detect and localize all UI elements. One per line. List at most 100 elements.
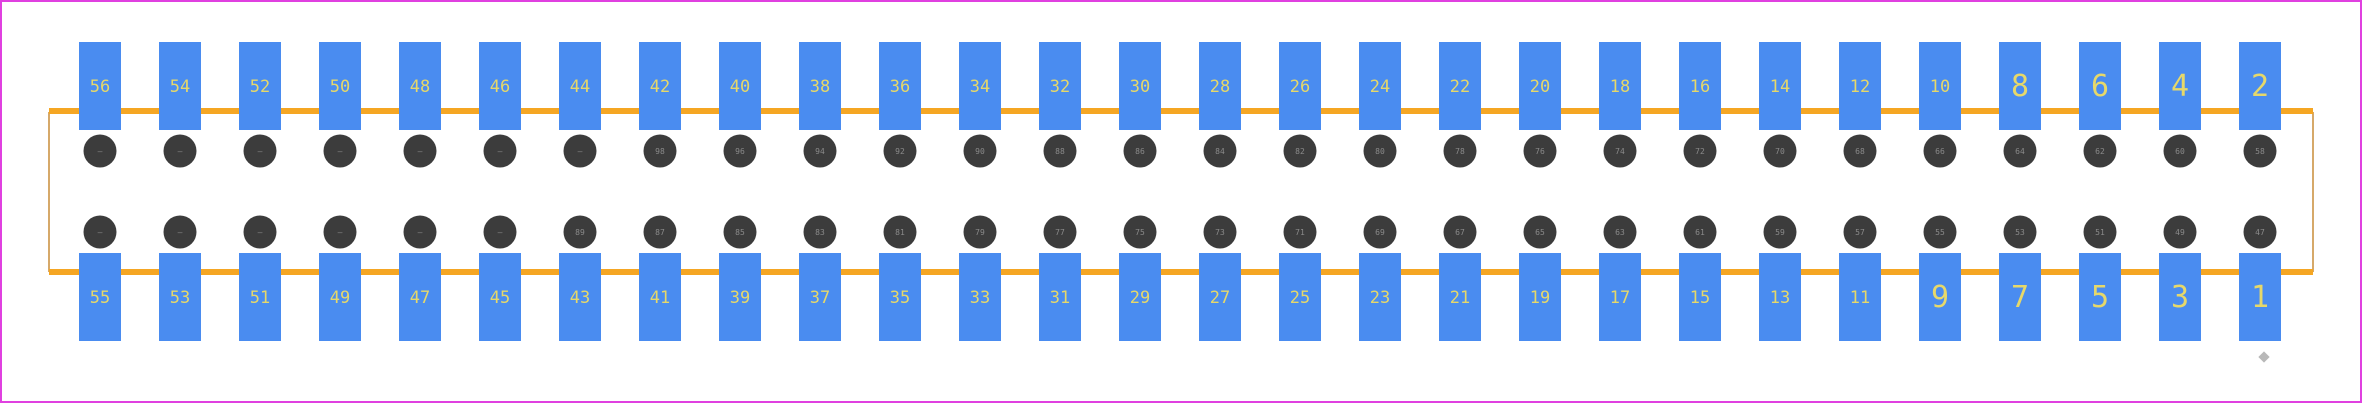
top-hole-label: 66 <box>1935 147 1945 156</box>
bottom-pad <box>79 253 121 341</box>
top-pad-label: 42 <box>650 77 670 97</box>
top-hole <box>1363 134 1397 168</box>
component-outline <box>48 112 2314 272</box>
bottom-hole-label: 75 <box>1135 228 1145 237</box>
bottom-hole <box>1603 215 1637 249</box>
bottom-pad <box>1439 253 1481 341</box>
bottom-pad-label: 23 <box>1370 288 1390 308</box>
bottom-pad <box>719 253 761 341</box>
top-hole-label: — <box>178 147 183 156</box>
bottom-pad-label: 37 <box>810 288 830 308</box>
bottom-pad <box>1919 253 1961 341</box>
bottom-hole-label: — <box>418 228 423 237</box>
top-pad-label: 6 <box>2091 69 2109 104</box>
bottom-hole-label: 87 <box>655 228 665 237</box>
bottom-hole <box>563 215 597 249</box>
bottom-pad <box>2159 253 2201 341</box>
top-pad-label: 48 <box>410 77 430 97</box>
top-hole-label: 64 <box>2015 147 2025 156</box>
top-hole <box>1763 134 1797 168</box>
bottom-hole <box>723 215 757 249</box>
bottom-hole <box>323 215 357 249</box>
top-pad <box>239 42 281 130</box>
top-pad-label: 22 <box>1450 77 1470 97</box>
top-hole <box>883 134 917 168</box>
top-hole <box>1523 134 1557 168</box>
top-pad <box>319 42 361 130</box>
bottom-hole-label: — <box>98 228 103 237</box>
bottom-pad <box>1999 253 2041 341</box>
top-hole-label: — <box>98 147 103 156</box>
bottom-hole-label: — <box>258 228 263 237</box>
bottom-hole <box>643 215 677 249</box>
pin1-marker <box>2258 351 2270 363</box>
bottom-pad-label: 25 <box>1290 288 1310 308</box>
top-hole-label: 72 <box>1695 147 1705 156</box>
top-hole-label: 90 <box>975 147 985 156</box>
top-hole-label: 76 <box>1535 147 1545 156</box>
bottom-pad-label: 7 <box>2011 280 2029 315</box>
top-hole <box>1843 134 1877 168</box>
top-pad-label: 18 <box>1610 77 1630 97</box>
top-pad <box>1119 42 1161 130</box>
top-pad-label: 26 <box>1290 77 1310 97</box>
top-pad <box>79 42 121 130</box>
bottom-hole-label: 89 <box>575 228 585 237</box>
top-hole <box>1923 134 1957 168</box>
bottom-hole-label: 85 <box>735 228 745 237</box>
top-pad <box>1759 42 1801 130</box>
bottom-pad-label: 35 <box>890 288 910 308</box>
top-pad-label: 36 <box>890 77 910 97</box>
bottom-pad-label: 53 <box>170 288 190 308</box>
bottom-pad <box>1279 253 1321 341</box>
top-pad-label: 16 <box>1690 77 1710 97</box>
top-hole-label: 98 <box>655 147 665 156</box>
bottom-hole-label: 79 <box>975 228 985 237</box>
top-pad <box>159 42 201 130</box>
bottom-pad-label: 9 <box>1931 280 1949 315</box>
top-pad <box>1519 42 1561 130</box>
bottom-hole-label: 57 <box>1855 228 1865 237</box>
top-pad <box>479 42 521 130</box>
top-pad <box>2079 42 2121 130</box>
bottom-hole <box>963 215 997 249</box>
top-hole <box>403 134 437 168</box>
top-pad-label: 38 <box>810 77 830 97</box>
top-pad-label: 44 <box>570 77 590 97</box>
top-hole <box>323 134 357 168</box>
bottom-pad-label: 19 <box>1530 288 1550 308</box>
top-hole <box>1683 134 1717 168</box>
bottom-pad-label: 41 <box>650 288 670 308</box>
top-pad-label: 28 <box>1210 77 1230 97</box>
bottom-pad <box>1119 253 1161 341</box>
bottom-hole-label: 55 <box>1935 228 1945 237</box>
bottom-hole <box>2083 215 2117 249</box>
top-hole <box>483 134 517 168</box>
top-hole-label: 92 <box>895 147 905 156</box>
top-hole <box>2083 134 2117 168</box>
bottom-hole <box>803 215 837 249</box>
top-hole-label: 86 <box>1135 147 1145 156</box>
top-hole <box>1443 134 1477 168</box>
top-pad-label: 30 <box>1130 77 1150 97</box>
bottom-hole <box>1923 215 1957 249</box>
bottom-pad-label: 55 <box>90 288 110 308</box>
bottom-pad-label: 15 <box>1690 288 1710 308</box>
top-pad-label: 20 <box>1530 77 1550 97</box>
top-pad-label: 10 <box>1930 77 1950 97</box>
bottom-hole-label: — <box>498 228 503 237</box>
bottom-hole <box>243 215 277 249</box>
top-pad-label: 32 <box>1050 77 1070 97</box>
bottom-pad <box>1039 253 1081 341</box>
top-pad <box>1999 42 2041 130</box>
bottom-hole-label: 47 <box>2255 228 2265 237</box>
top-pad-label: 40 <box>730 77 750 97</box>
bottom-hole <box>483 215 517 249</box>
top-pad-label: 24 <box>1370 77 1390 97</box>
top-hole-label: 74 <box>1615 147 1625 156</box>
bottom-hole-label: 71 <box>1295 228 1305 237</box>
bottom-pad <box>239 253 281 341</box>
